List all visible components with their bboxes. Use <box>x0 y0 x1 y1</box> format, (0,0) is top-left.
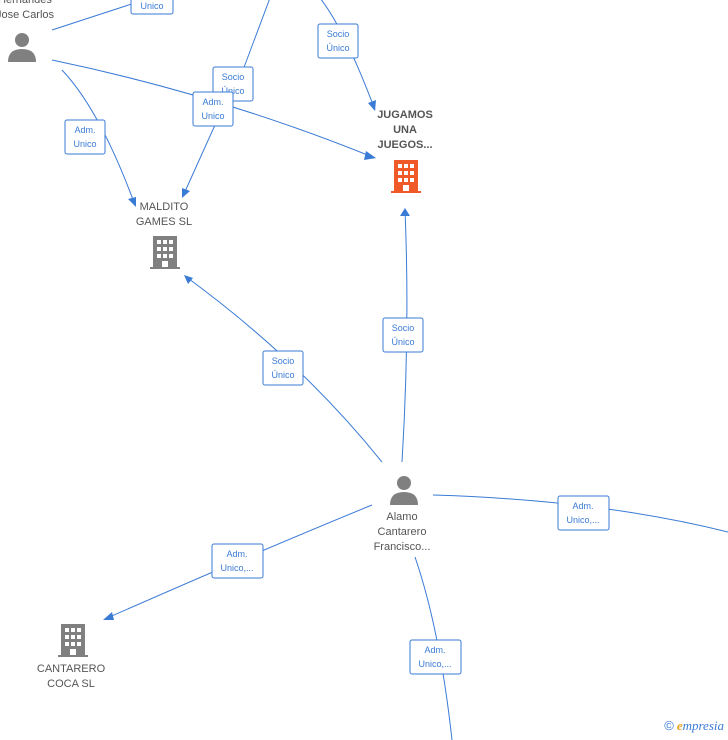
edge-label-text: Socio <box>392 323 415 333</box>
edge-label-text: Unico <box>140 1 163 11</box>
node-label-jugamos[interactable]: JUGAMOS UNA JUEGOS... <box>360 108 450 153</box>
edge-label-socio-top[interactable]: Socio Único <box>317 23 359 59</box>
node-label-line: CANTARERO <box>36 663 106 675</box>
node-label-line: Alamo <box>386 511 418 523</box>
node-label-maldito[interactable]: MALDITO GAMES SL <box>119 200 209 230</box>
brand-watermark: ©empresia <box>664 718 724 734</box>
node-label-line: MALDITO <box>139 201 189 213</box>
node-label-line: JUGAMOS <box>377 109 433 121</box>
edge-label-text: Único <box>221 86 244 96</box>
arrowhead-maldito-top <box>182 188 190 198</box>
node-label-top-person[interactable]: Hernandes Jose Carlos <box>0 0 70 23</box>
edge-label-adm-mid[interactable]: Adm. Unico <box>192 91 234 127</box>
person-icon[interactable] <box>390 476 418 505</box>
edge-adm-mid-to-maldito <box>182 124 216 197</box>
arrowhead-jugamos-left <box>364 151 376 160</box>
edge-label-text: Unico <box>73 139 96 149</box>
node-label-line: GAMES SL <box>135 216 193 228</box>
building-icon[interactable] <box>150 236 180 269</box>
edge-label-text: Único <box>326 43 349 53</box>
edge-top-to-mid <box>242 0 270 71</box>
arrowhead-maldito-left <box>128 197 136 207</box>
edge-alamo-to-bottom <box>414 556 453 740</box>
edge-label-adm-left[interactable]: Adm. Unico <box>64 119 106 155</box>
node-label-line: Francisco... <box>373 541 431 553</box>
node-label-line: JUEGOS... <box>377 139 433 151</box>
arrowhead-cantarero <box>103 612 114 620</box>
edge-label-text: Adm. <box>202 97 223 107</box>
edge-label-text: Socio <box>327 29 350 39</box>
building-icon[interactable] <box>391 160 421 193</box>
node-label-line: COCA SL <box>47 678 95 690</box>
edge-label-text: Adm. <box>226 549 247 559</box>
edge-label-text: Unico,... <box>418 659 451 669</box>
edge-label-text: Unico,... <box>220 563 253 573</box>
edge-label-text: Socio <box>222 72 245 82</box>
building-icon[interactable] <box>58 624 88 657</box>
node-label-line: Hernandes <box>0 0 52 6</box>
edge-label-text: Unico <box>201 111 224 121</box>
arrowhead-jugamos-bottom <box>400 208 410 216</box>
person-icon[interactable] <box>8 33 36 62</box>
edge-label-text: Único <box>271 370 294 380</box>
node-label-alamo[interactable]: Alamo Cantarero Francisco... <box>357 510 447 555</box>
node-label-line: Jose Carlos <box>0 9 55 21</box>
edge-label-adm-bottom[interactable]: Adm. Unico,... <box>409 639 462 675</box>
edge-label-text: Socio <box>272 356 295 366</box>
edge-label-adm-cantarero[interactable]: Adm. Unico,... <box>211 543 264 579</box>
edge-label-text: Único <box>391 337 414 347</box>
edge-label-top-partial[interactable]: Unico <box>130 0 174 15</box>
edge-label-socio-jugamos[interactable]: Socio Único <box>382 317 424 353</box>
edge-label-text: Unico,... <box>566 515 599 525</box>
copyright-symbol: © <box>664 718 674 733</box>
edge-label-socio-maldito[interactable]: Socio Único <box>262 350 304 386</box>
edge-label-text: Adm. <box>424 645 445 655</box>
arrowhead-jugamos-top <box>368 100 376 111</box>
edge-label-text: Adm. <box>572 501 593 511</box>
node-label-cantarero[interactable]: CANTARERO COCA SL <box>26 662 116 692</box>
brand-name: mpresia <box>682 718 724 733</box>
edge-label-text: Adm. <box>74 125 95 135</box>
node-label-line: Cantarero <box>377 526 427 538</box>
edge-label-adm-right[interactable]: Adm. Unico,... <box>557 495 610 531</box>
brand-initial: e <box>676 718 683 733</box>
node-label-line: UNA <box>393 124 417 136</box>
arrowhead-maldito-bottom <box>184 275 193 284</box>
